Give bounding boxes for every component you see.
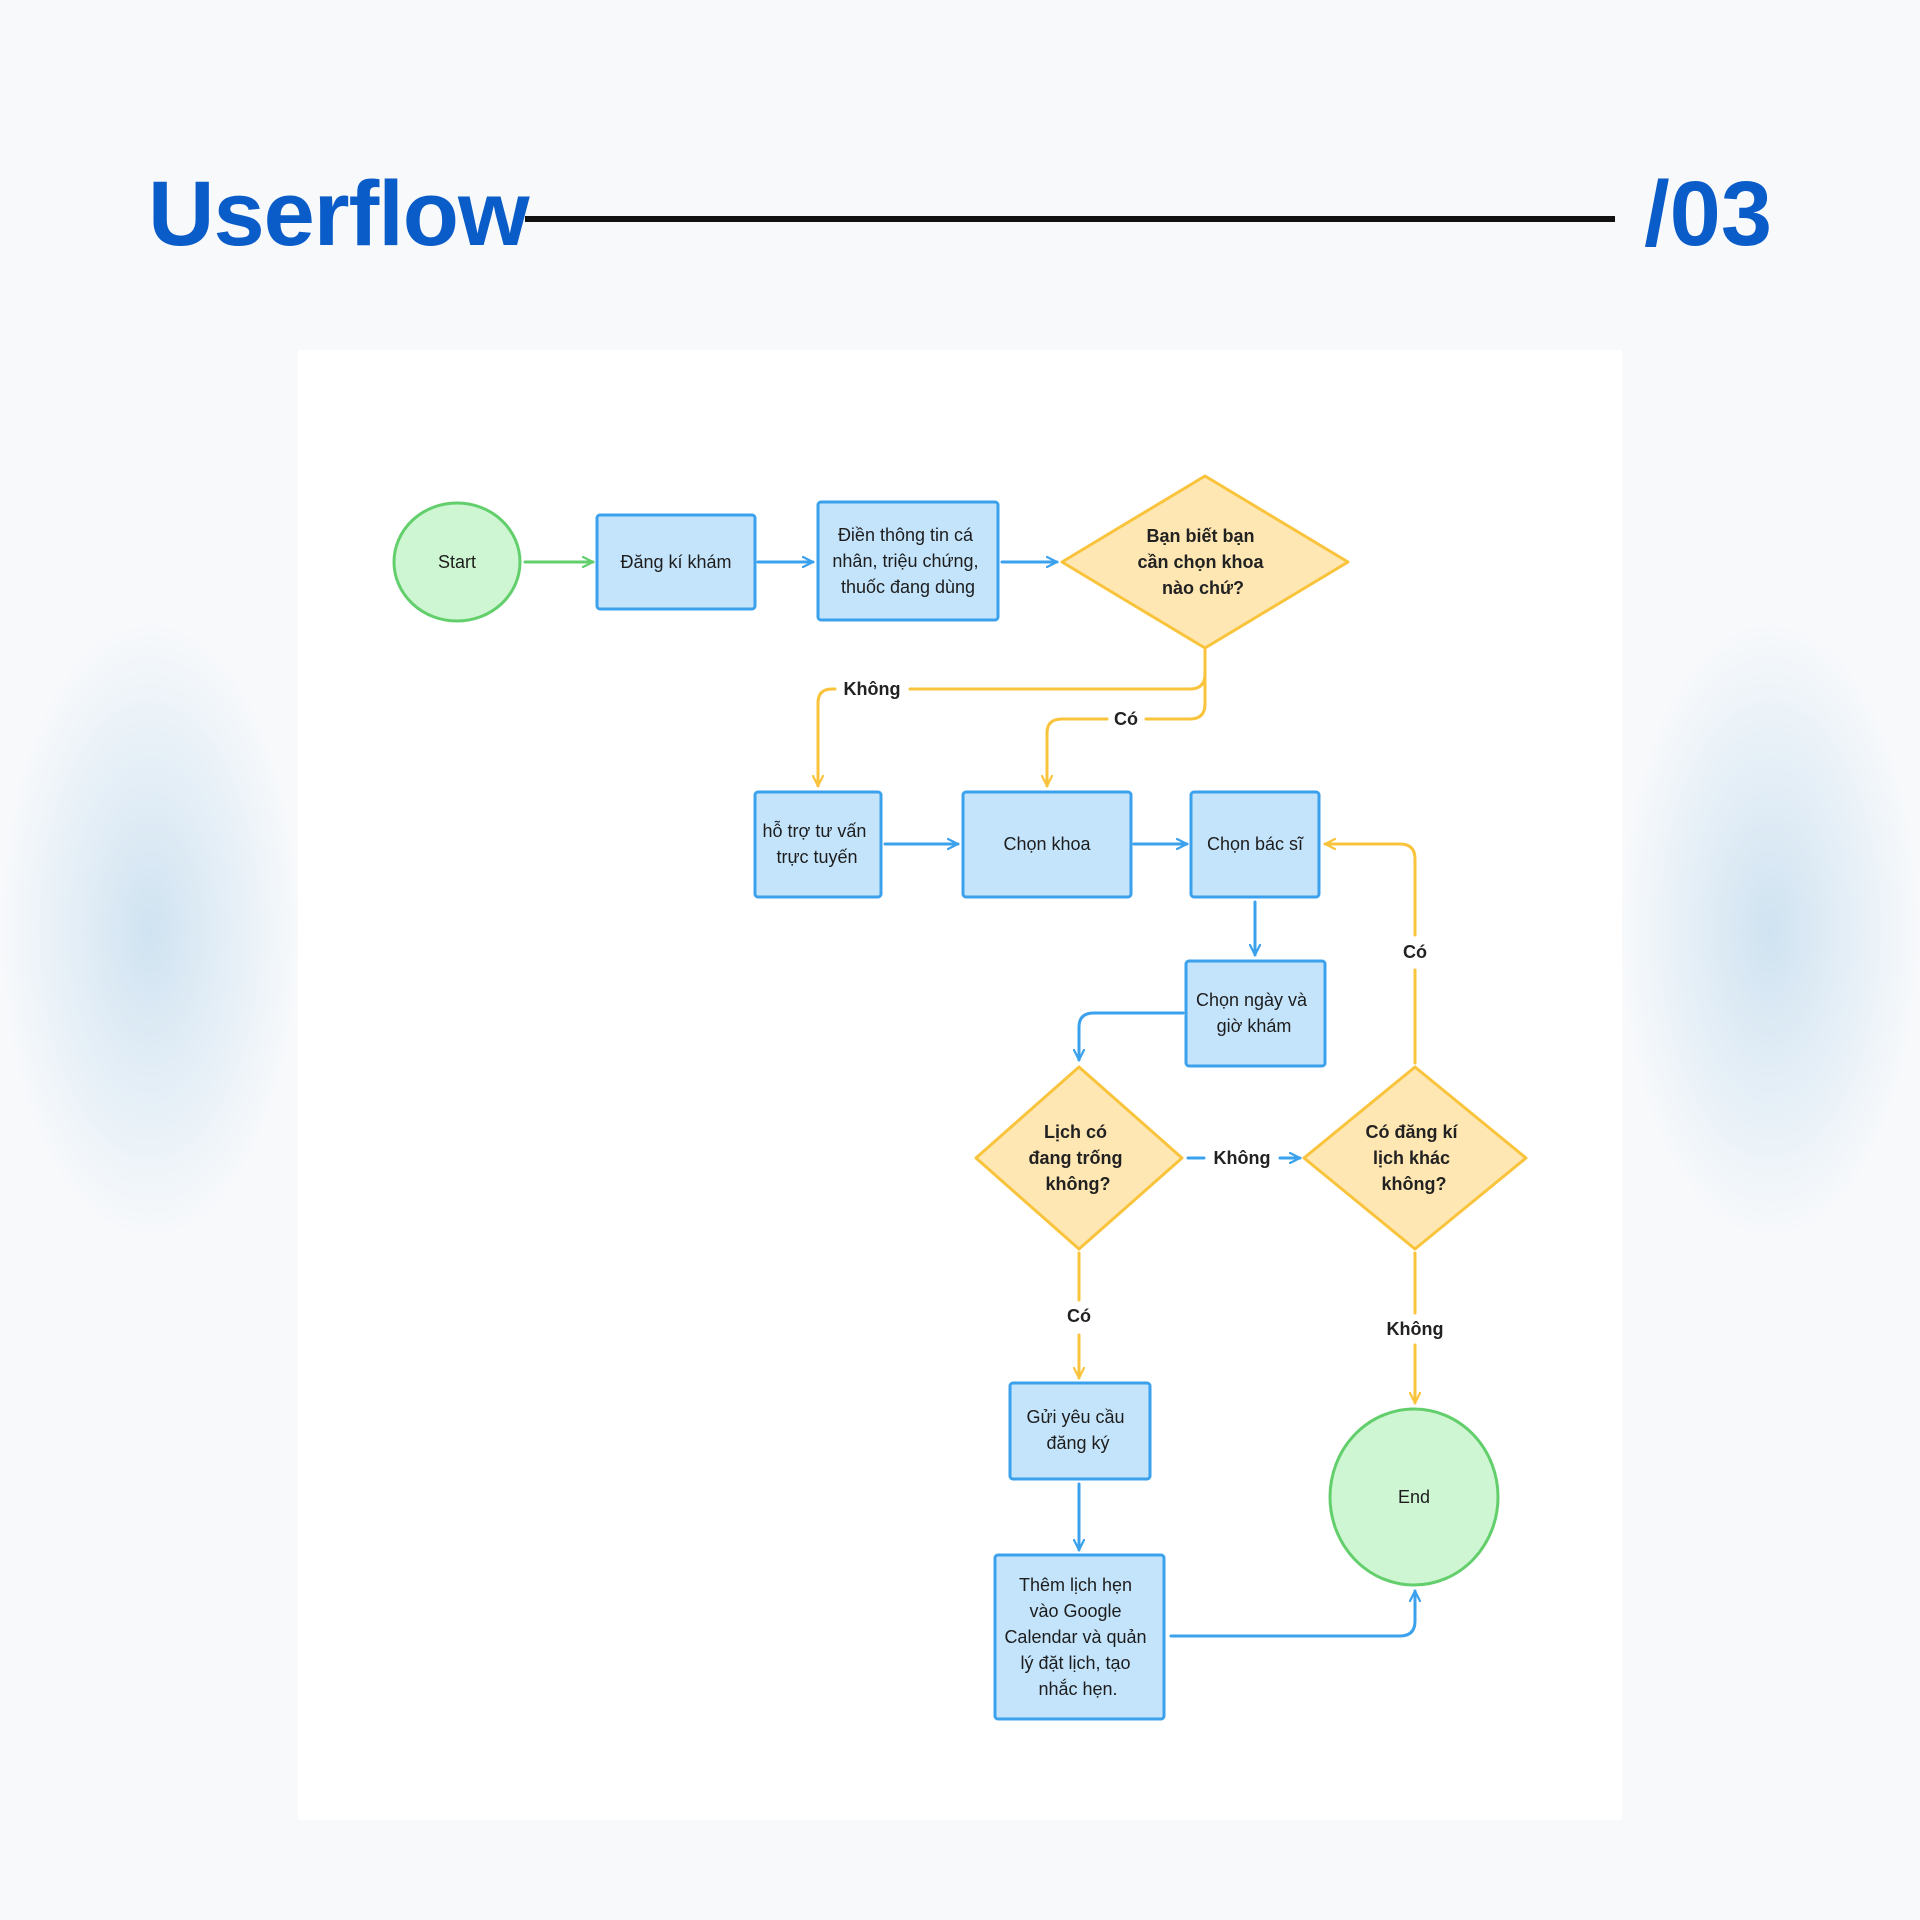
process-ho-tro-tu-van: hỗ trợ tư vấn trực tuyến <box>753 790 883 899</box>
title-divider <box>525 216 1615 222</box>
process-dien-thong-tin-line: Điền thông tin cá <box>838 525 974 545</box>
decision-lich-khac-line: lịch khác <box>1373 1148 1450 1168</box>
edge-label-co-gui-yeu-cau: Có <box>1067 1306 1091 1326</box>
process-chon-ngay-gio-line: Chọn ngày và <box>1196 990 1308 1010</box>
process-dang-ki-kham: Đăng kí khám <box>595 513 757 611</box>
edge-label-co-chon-khoa: Có <box>1114 709 1138 729</box>
decision-biet-khoa-line: nào chứ? <box>1162 578 1244 598</box>
process-dang-ki-kham-label: Đăng kí khám <box>620 552 731 572</box>
edge-label-khong-end: Không <box>1387 1319 1444 1339</box>
decision-lich-trong: Lịch có đang trống không? <box>974 1065 1184 1251</box>
process-them-lich-hen-line: nhắc hẹn. <box>1038 1678 1117 1699</box>
decision-lich-trong-line: không? <box>1046 1174 1111 1194</box>
svg-text:hỗ trợ tư vấn trực tuyến: hỗ trợ tư vấn trực tuyến <box>763 820 872 867</box>
process-chon-bac-si-label: Chọn bác sĩ <box>1207 834 1304 854</box>
end-node: End <box>1328 1407 1500 1587</box>
edge-lich-khac-co-to-chon-bac-si <box>1325 844 1417 1065</box>
background-molecule-decoration-left <box>0 620 300 1240</box>
edge-label-co-chon-bac-si: Có <box>1403 942 1427 962</box>
process-chon-ngay-gio: Chọn ngày và giờ khám <box>1184 959 1327 1068</box>
process-ho-tro-tu-van-line: hỗ trợ tư vấn <box>763 820 867 841</box>
svg-text:Thêm lịch hẹn vào Google: Thêm lịch hẹn vào Google Calendar và quả… <box>1004 1575 1151 1699</box>
edge-chon-ngay-to-decision-lich <box>1079 1011 1185 1062</box>
start-node: Start <box>392 501 522 623</box>
svg-text:Có đăng kí lịch khác: Có đăng kí lịch khác không? <box>1365 1122 1462 1194</box>
process-them-lich-hen-line: lý đặt lịch, tạo <box>1020 1653 1130 1673</box>
svg-text:Chọn ngày và giờ khám: Chọn ngày và giờ khám <box>1196 990 1312 1036</box>
process-them-lich-hen-line: Thêm lịch hẹn <box>1019 1575 1132 1595</box>
process-them-lich-hen: Thêm lịch hẹn vào Google Calendar và quả… <box>993 1553 1166 1721</box>
process-dien-thong-tin-line: nhân, triệu chứng, <box>832 551 978 571</box>
edge-label-khong-tu-van: Không <box>844 679 901 699</box>
process-chon-ngay-gio-line: giờ khám <box>1217 1016 1292 1036</box>
process-gui-yeu-cau-line: Gửi yêu cầu <box>1026 1407 1124 1427</box>
decision-biet-khoa-line: cần chọn khoa <box>1137 552 1264 572</box>
process-gui-yeu-cau-line: đăng ký <box>1046 1433 1109 1453</box>
edge-decision-co-to-chon-khoa <box>1047 672 1207 786</box>
process-dien-thong-tin-line: thuốc đang dùng <box>841 577 975 597</box>
process-chon-bac-si: Chọn bác sĩ <box>1189 790 1321 899</box>
process-chon-khoa: Chọn khoa <box>961 790 1133 899</box>
process-chon-khoa-label: Chọn khoa <box>1003 834 1091 854</box>
start-label: Start <box>438 552 476 572</box>
decision-lich-khac: Có đăng kí lịch khác không? <box>1302 1065 1528 1251</box>
svg-text:Điền thông tin cá nhân,: Điền thông tin cá nhân, triệu chứng, thu… <box>832 525 983 597</box>
process-dien-thong-tin: Điền thông tin cá nhân, triệu chứng, thu… <box>816 500 1000 622</box>
decision-biet-khoa-line: Bạn biết bạn <box>1146 526 1254 546</box>
process-gui-yeu-cau: Gửi yêu cầu đăng ký <box>1008 1381 1152 1481</box>
decision-lich-khac-line: không? <box>1382 1174 1447 1194</box>
svg-text:Bạn biết bạn cần chọn kh: Bạn biết bạn cần chọn khoa nào chứ? <box>1137 526 1268 598</box>
decision-lich-khac-line: Có đăng kí <box>1365 1122 1458 1142</box>
edge-label-khong-lich-khac: Không <box>1214 1148 1271 1168</box>
decision-lich-trong-line: Lịch có <box>1044 1122 1107 1142</box>
svg-text:Lịch có đang trống: Lịch có đang trống không? <box>1029 1122 1128 1194</box>
process-them-lich-hen-line: Calendar và quản <box>1004 1627 1146 1647</box>
end-label: End <box>1398 1487 1430 1507</box>
edge-them-lich-to-end <box>1169 1589 1415 1638</box>
page-number: /03 <box>1644 163 1772 265</box>
process-them-lich-hen-line: vào Google <box>1029 1601 1121 1621</box>
svg-text:Gửi yêu cầu đăng ký: Gửi yêu cầu đăng ký <box>1026 1407 1129 1453</box>
decision-lich-trong-line: đang trống <box>1029 1148 1123 1168</box>
page-title: Userflow <box>148 163 530 265</box>
process-ho-tro-tu-van-line: trực tuyến <box>776 847 857 867</box>
decision-biet-khoa: Bạn biết bạn cần chọn khoa nào chứ? <box>1060 474 1350 650</box>
background-molecule-decoration-right <box>1620 620 1920 1240</box>
